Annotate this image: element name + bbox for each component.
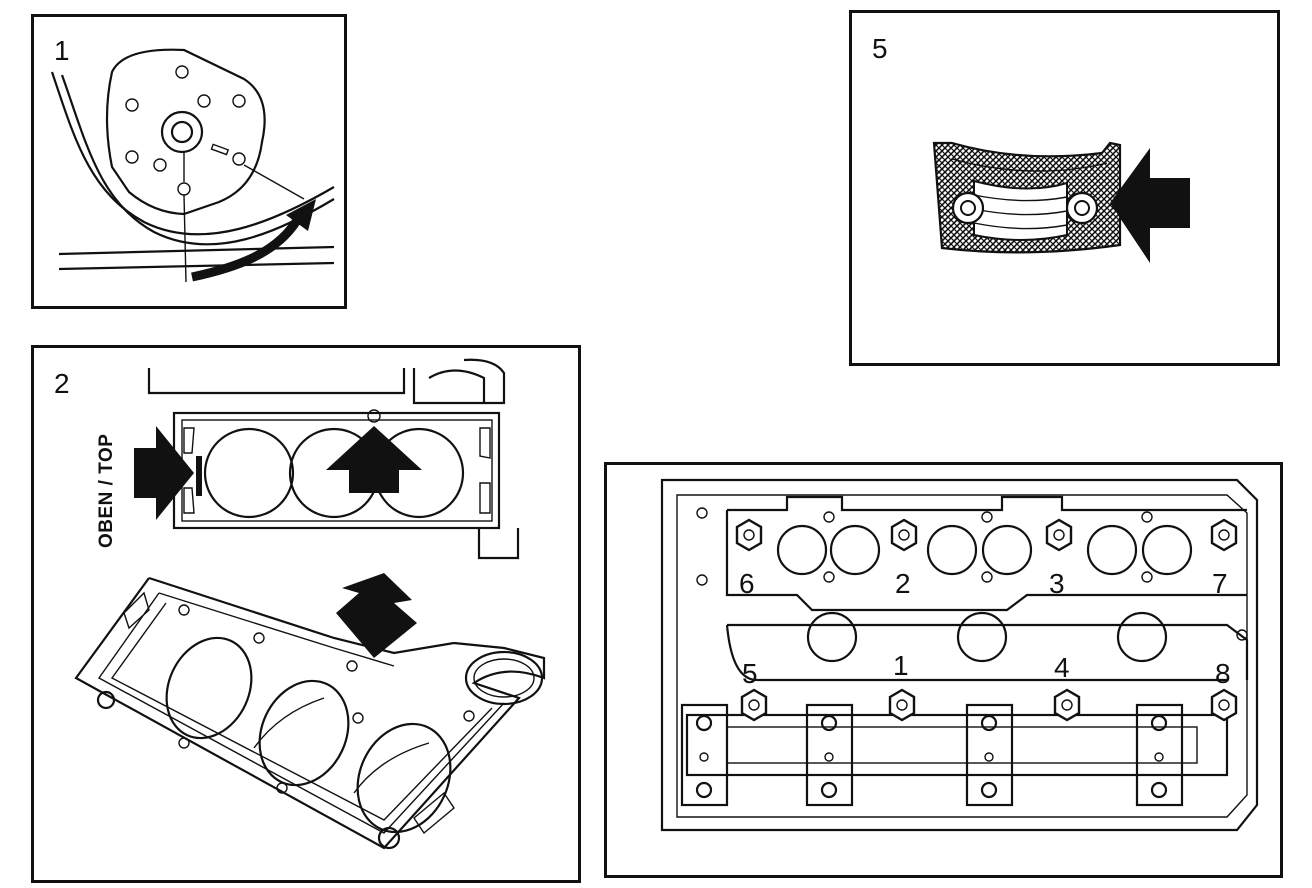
bolt-7 [1210,518,1238,552]
bolt-6 [735,518,763,552]
panel-5-number: 5 [872,33,888,64]
bolt-4 [1053,688,1081,722]
bolt-8 [1210,688,1238,722]
bolt-number-4: 4 [1054,652,1070,683]
seal-illustration [932,141,1190,263]
panel-1-sprocket: 1 [31,14,347,309]
panel-1-number: 1 [54,35,70,66]
sprocket-illustration [50,48,335,283]
bolt-number-8: 8 [1215,658,1231,689]
panel-2-number: 2 [54,368,70,399]
bolt-number-6: 6 [739,568,755,599]
bolt-1 [888,688,916,722]
bolt-number-3: 3 [1049,568,1065,599]
bolt-number-2: 2 [895,568,911,599]
panel-4-bolt-sequence: 6 2 3 7 5 1 4 8 [604,462,1283,878]
cylinder-head-illustration: 6 2 3 7 5 1 4 8 [660,478,1259,832]
bolt-3 [1045,518,1073,552]
panel-2-gasket: 2 OBEN / TOP [31,345,581,883]
panel-5-seal: 5 [849,10,1280,366]
bolt-5 [740,688,768,722]
bolt-number-1: 1 [893,650,909,681]
bolt-2 [890,518,918,552]
gasket-illustration [74,358,546,850]
bolt-number-5: 5 [742,658,758,689]
bolt-number-7: 7 [1212,568,1228,599]
